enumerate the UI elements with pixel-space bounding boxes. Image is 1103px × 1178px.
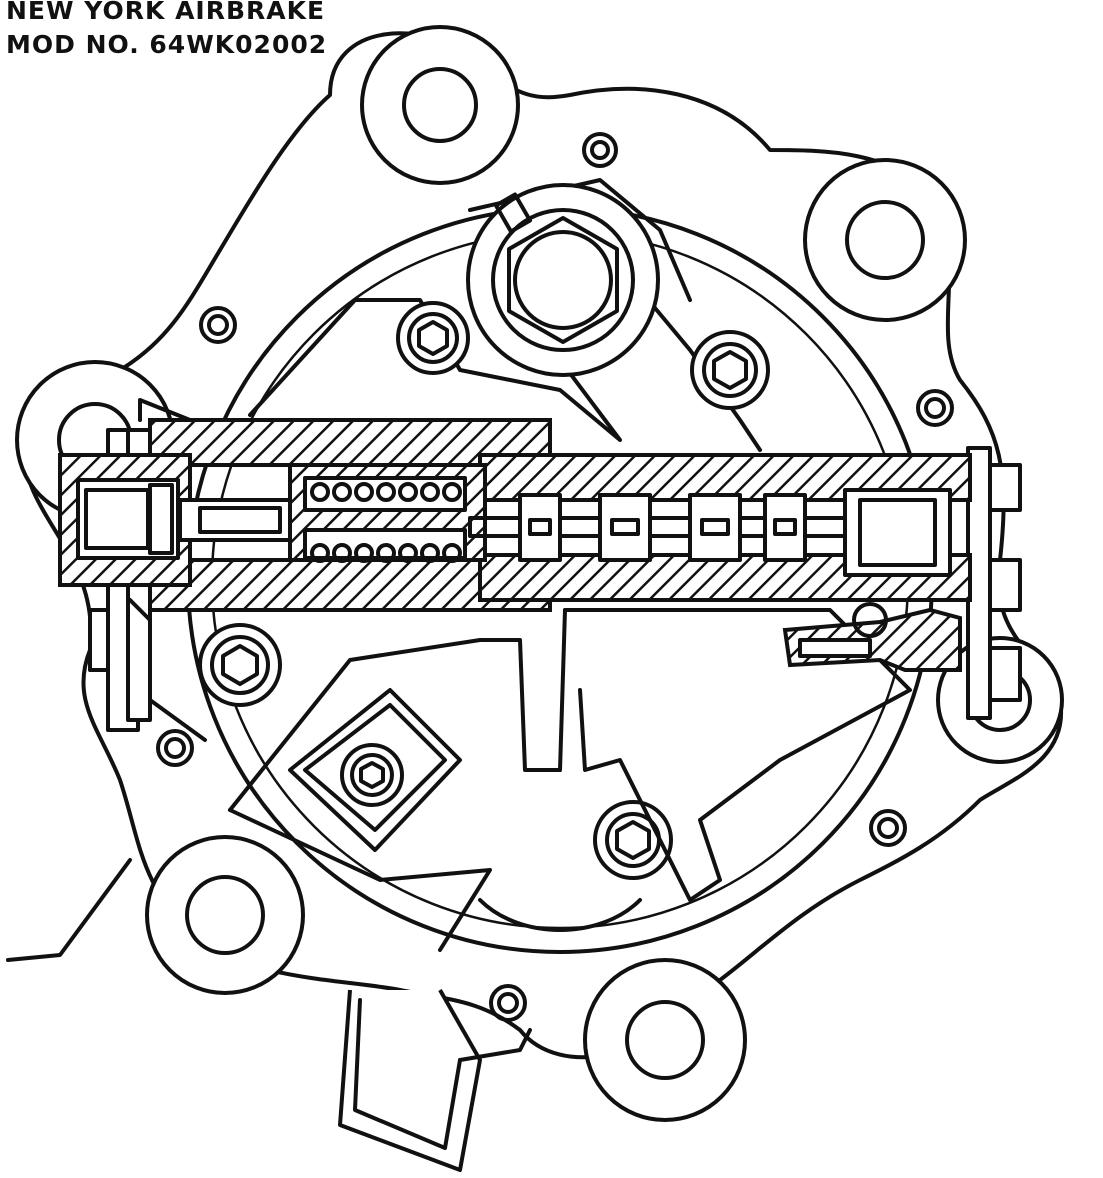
mounting-lug-bottom-right bbox=[583, 958, 747, 1122]
manufacturer-label: NEW YORK AIRBRAKE bbox=[6, 0, 326, 25]
right-end-plate bbox=[966, 446, 1022, 720]
leader-line bbox=[6, 858, 132, 962]
relief-valve bbox=[782, 602, 962, 672]
drive-shaft-nut bbox=[466, 183, 660, 377]
mounting-lug-top bbox=[360, 25, 520, 185]
spool-valve bbox=[468, 493, 852, 562]
outlet-port bbox=[338, 989, 482, 1172]
cap-screw-upper-right bbox=[690, 330, 770, 410]
adjuster-block bbox=[288, 688, 462, 852]
spring-chamber bbox=[178, 463, 487, 563]
figure-caption: NEW YORK AIRBRAKE MOD NO. 64WK02002 bbox=[6, 0, 327, 62]
mounting-lug-bottom-left bbox=[145, 835, 305, 995]
left-end-plug bbox=[76, 478, 180, 560]
model-number-label: MOD NO. 64WK02002 bbox=[6, 30, 328, 59]
mounting-lug-right-upper bbox=[803, 158, 967, 322]
right-end-plug bbox=[843, 488, 952, 577]
cap-screw-upper-left bbox=[396, 301, 470, 375]
dowel-holes bbox=[156, 132, 954, 1022]
cap-screw-lower-left bbox=[198, 623, 282, 707]
cam-plate-lower-left bbox=[228, 608, 567, 812]
